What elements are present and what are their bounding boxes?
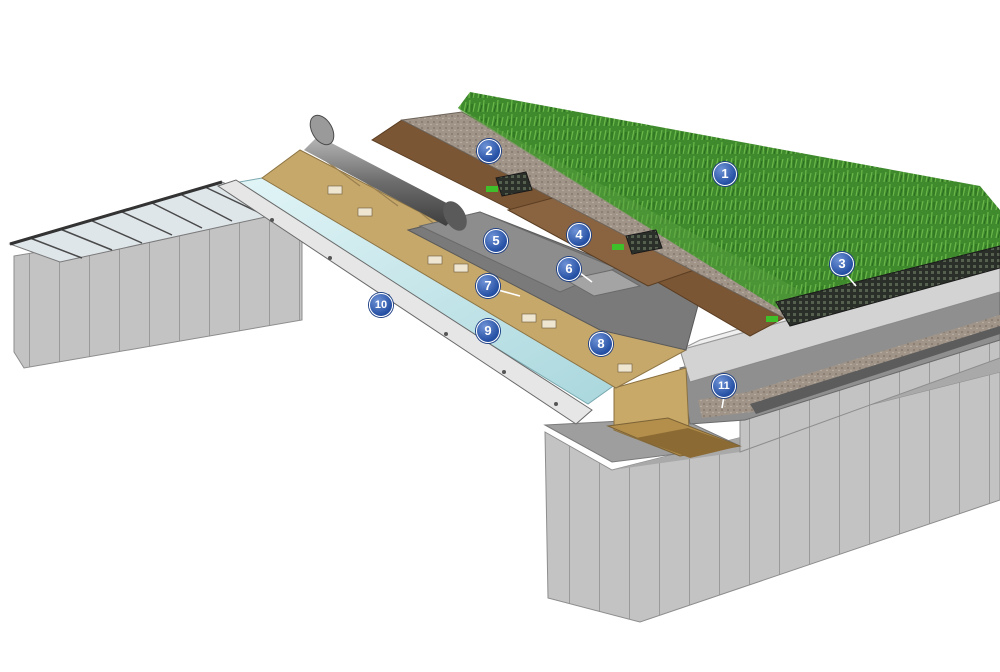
canopy-ridge xyxy=(9,180,223,246)
callout-5: 5 xyxy=(484,229,508,253)
grass-layer xyxy=(458,92,1000,316)
callout-11: 11 xyxy=(712,374,736,398)
drainage-channel xyxy=(679,289,1000,425)
grass-edge-highlight xyxy=(458,108,800,316)
callout-8: 8 xyxy=(589,332,613,356)
board-labels xyxy=(327,185,633,373)
callout-2: 2 xyxy=(477,139,501,163)
callout-1: 1 xyxy=(713,162,737,186)
canopy-frame-ribs xyxy=(29,186,263,259)
callout-4: 4 xyxy=(567,223,591,247)
green-markers xyxy=(486,186,778,322)
skylight-canopy xyxy=(8,180,303,369)
metal-edge-profile xyxy=(216,179,593,425)
callout-6: 6 xyxy=(557,257,581,281)
mesh-clips xyxy=(495,171,663,255)
drain-grate xyxy=(750,326,1000,414)
callout-3: 3 xyxy=(830,252,854,276)
insulation-edge-profile xyxy=(606,367,742,458)
callout-9: 9 xyxy=(476,319,500,343)
membrane-roll xyxy=(304,114,467,231)
drain-gravel xyxy=(698,315,1000,418)
callout-7: 7 xyxy=(476,274,500,298)
callout-10: 10 xyxy=(369,293,393,317)
separation-mesh xyxy=(775,245,1000,327)
